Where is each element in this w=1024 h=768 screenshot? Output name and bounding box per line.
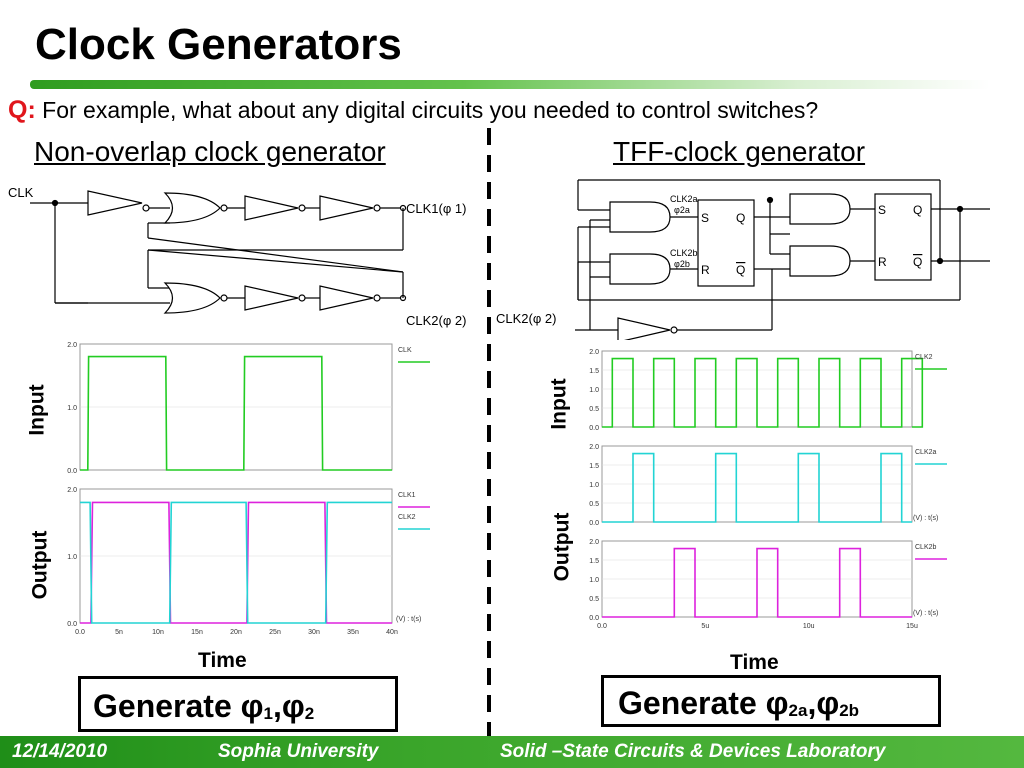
clk1-output-label: CLK1(φ 1) bbox=[406, 201, 466, 216]
left-generate-prefix: Generate φ bbox=[93, 688, 264, 724]
clk2-input-label: CLK2(φ 2) bbox=[496, 311, 556, 326]
y-tick-label: 2.0 bbox=[589, 444, 599, 451]
left-generate-sep: ,φ bbox=[272, 688, 305, 724]
section-divider bbox=[487, 128, 491, 768]
x-tick-label: 35n bbox=[347, 629, 359, 636]
left-time-label: Time bbox=[198, 649, 247, 672]
clk2b-label: CLK2b bbox=[670, 248, 698, 258]
legend-units-label: (V) : t(s) bbox=[396, 616, 421, 623]
right-time-label: Time bbox=[730, 651, 779, 674]
y-tick-label: 0.5 bbox=[589, 596, 599, 603]
x-tick-label: 10n bbox=[152, 629, 164, 636]
x-tick-label: 10u bbox=[803, 623, 815, 630]
left-output-axis-label: Output bbox=[28, 530, 52, 600]
right-heading: TFF-clock generator bbox=[613, 136, 866, 167]
sr2-qbar-label: Q bbox=[913, 255, 922, 269]
left-generate-box: Generate φ1,φ2 bbox=[78, 676, 398, 732]
phi2a-label: φ2a bbox=[674, 205, 690, 215]
series-line-clk2 bbox=[80, 501, 392, 624]
sr1-qbar-label: Q bbox=[736, 263, 745, 277]
y-tick-label: 1.5 bbox=[589, 558, 599, 565]
phi2b-label: φ2b bbox=[674, 259, 690, 269]
sr1-s-label: S bbox=[701, 211, 709, 225]
tff-circuit: CLK2a φ2a CLK2b φ2b S Q R Q S Q R Q CLK2… bbox=[496, 179, 990, 340]
legend-label: CLK1 bbox=[398, 492, 416, 499]
y-tick-label: 0.5 bbox=[589, 501, 599, 508]
right-input-axis-label: Input bbox=[547, 378, 571, 430]
left-input-plot: 2.0 1.0 0.0 CLK bbox=[67, 342, 430, 475]
footer-bar: 12/14/2010 Sophia University Solid –Stat… bbox=[0, 736, 1024, 768]
series-line-clk bbox=[80, 355, 392, 471]
x-tick-label: 5n bbox=[115, 629, 123, 636]
y-tick-label: 0.0 bbox=[589, 520, 599, 527]
sr2-q-label: Q bbox=[913, 203, 922, 217]
y-tick-label: 1.0 bbox=[67, 554, 77, 561]
y-tick-label: 0.0 bbox=[67, 621, 77, 628]
clk2a-label: CLK2a bbox=[670, 194, 698, 204]
legend-units-label: (V) : t(s) bbox=[913, 610, 938, 617]
left-generate-sub2: 2 bbox=[304, 704, 315, 723]
left-output-plot: 2.0 1.0 0.00.0 5n 10n 15n 20n 25n 30n 35n 40n CLK1C… bbox=[67, 487, 430, 636]
x-tick-label: 15n bbox=[191, 629, 203, 636]
series-line-clk2a bbox=[602, 452, 912, 523]
y-tick-label: 1.5 bbox=[589, 463, 599, 470]
sr2-s-label: S bbox=[878, 203, 886, 217]
y-tick-label: 1.5 bbox=[589, 368, 599, 375]
y-tick-label: 0.0 bbox=[67, 468, 77, 475]
y-tick-label: 0.5 bbox=[589, 406, 599, 413]
y-tick-label: 0.0 bbox=[589, 425, 599, 432]
legend-units-label: (V) : t(s) bbox=[913, 515, 938, 522]
left-generate-sub1: 1 bbox=[263, 704, 273, 723]
x-tick-label: 30n bbox=[308, 629, 320, 636]
legend-label: CLK2 bbox=[398, 514, 416, 521]
sr2-r-label: R bbox=[878, 255, 887, 269]
right-output-plot-2a: 2.0 1.5 1.0 0.5 0.0 CLK2a (V) : t(s) bbox=[589, 444, 947, 527]
non-overlap-circuit: CLK CLK1(φ 1) CLK2(φ 2) bbox=[8, 185, 466, 328]
y-tick-label: 2.0 bbox=[589, 349, 599, 356]
right-output-axis-label: Output bbox=[550, 512, 574, 582]
series-line-clk2b bbox=[602, 547, 912, 618]
question-label: Q: bbox=[8, 96, 36, 124]
sr1-q-label: Q bbox=[736, 211, 745, 225]
left-input-axis-label: Input bbox=[25, 384, 49, 436]
x-tick-label: 0.0 bbox=[75, 629, 85, 636]
slide-title: Clock Generators bbox=[35, 20, 402, 69]
question-text: For example, what about any digital circ… bbox=[42, 97, 819, 123]
left-heading: Non-overlap clock generator bbox=[34, 136, 386, 167]
y-tick-label: 2.0 bbox=[589, 539, 599, 546]
x-tick-label: 25n bbox=[269, 629, 281, 636]
clk-input-label: CLK bbox=[8, 185, 34, 200]
legend-label: CLK2 bbox=[915, 354, 933, 361]
title-underline-bar bbox=[30, 80, 990, 89]
right-generate-sub2: 2b bbox=[839, 701, 860, 720]
y-tick-label: 1.0 bbox=[589, 387, 599, 394]
legend-label: CLK bbox=[398, 347, 412, 354]
x-tick-label: 15u bbox=[906, 623, 918, 630]
sr1-r-label: R bbox=[701, 263, 710, 277]
right-generate-box: Generate φ2a,φ2b bbox=[601, 675, 941, 727]
x-tick-label: 0.0 bbox=[597, 623, 607, 630]
x-tick-label: 5u bbox=[701, 623, 709, 630]
x-tick-label: 20n bbox=[230, 629, 242, 636]
right-output-plot-2b: 2.0 1.5 1.0 0.5 0.00.0 5u 10u 15u CLK2b (V) : t(s… bbox=[589, 539, 947, 630]
legend-label: CLK2b bbox=[915, 544, 937, 551]
question-line: Q: For example, what about any digital c… bbox=[8, 96, 818, 125]
series-line-clk2 bbox=[602, 357, 924, 428]
y-tick-label: 2.0 bbox=[67, 342, 77, 349]
right-input-plot: 2.0 1.5 1.0 0.5 0.0 CLK2 bbox=[589, 349, 947, 432]
x-tick-label: 40n bbox=[386, 629, 398, 636]
legend-label: CLK2a bbox=[915, 449, 937, 456]
y-tick-label: 2.0 bbox=[67, 487, 77, 494]
clk2-output-label: CLK2(φ 2) bbox=[406, 313, 466, 328]
footer-date: 12/14/2010 bbox=[12, 741, 108, 762]
right-generate-sep: ,φ bbox=[807, 685, 840, 721]
y-tick-label: 1.0 bbox=[589, 577, 599, 584]
right-generate-prefix: Generate φ bbox=[618, 685, 789, 721]
y-tick-label: 0.0 bbox=[589, 615, 599, 622]
y-tick-label: 1.0 bbox=[67, 405, 77, 412]
footer-university: Sophia University bbox=[218, 741, 379, 762]
y-tick-label: 1.0 bbox=[589, 482, 599, 489]
footer-lab: Solid –State Circuits & Devices Laborato… bbox=[500, 741, 886, 762]
right-generate-sub1: 2a bbox=[788, 701, 808, 720]
